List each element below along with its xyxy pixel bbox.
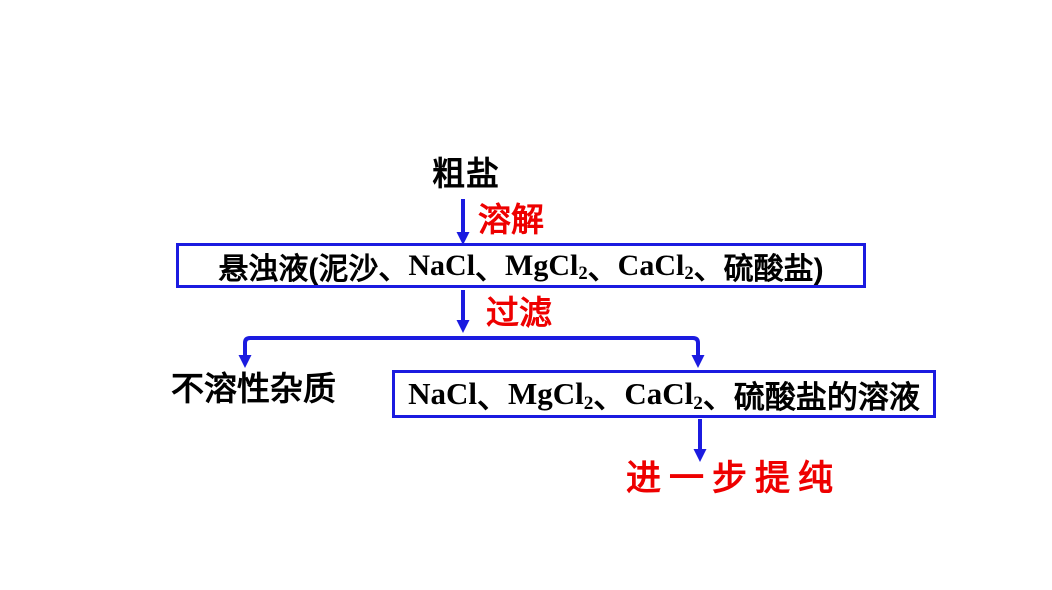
formula-nacl-2: NaCl bbox=[408, 376, 477, 411]
node-insoluble-impurities: 不溶性杂质 bbox=[171, 370, 336, 407]
formula-mgcl2-2: MgCl2 bbox=[508, 376, 594, 414]
solution-separator-1: 、 bbox=[477, 379, 508, 415]
solution-separator-3: 、 bbox=[702, 379, 734, 415]
suspension-separator-1: 、 bbox=[475, 252, 506, 286]
node-crude-salt: 粗盐 bbox=[432, 155, 500, 192]
formula-cacl2-2: CaCl2 bbox=[624, 376, 703, 414]
arrow-filter-down bbox=[456, 290, 470, 333]
arrow-purify-down bbox=[693, 419, 707, 462]
suspension-text-zh-2: 、硫酸盐) bbox=[693, 252, 824, 286]
solution-text-zh: 硫酸盐的溶液 bbox=[733, 379, 920, 415]
arrow-dissolve-down bbox=[456, 199, 470, 245]
box-suspension: 悬浊液(泥沙、NaCl、MgCl2、CaCl2、硫酸盐) bbox=[176, 243, 866, 288]
suspension-separator-2: 、 bbox=[587, 252, 618, 286]
formula-mgcl2: MgCl2 bbox=[505, 248, 588, 285]
step-label-dissolve: 溶解 bbox=[478, 201, 544, 238]
formula-nacl: NaCl bbox=[408, 248, 476, 282]
node-further-purification: 进一步提纯 bbox=[626, 459, 842, 498]
branch-connector bbox=[238, 336, 705, 368]
solution-separator-2: 、 bbox=[593, 379, 625, 415]
suspension-text-zh-1: 悬浊液(泥沙、 bbox=[218, 252, 409, 286]
formula-cacl2: CaCl2 bbox=[617, 248, 694, 285]
step-label-filter: 过滤 bbox=[486, 294, 552, 331]
box-solution: NaCl、MgCl2、CaCl2、硫酸盐的溶液 bbox=[392, 370, 936, 418]
